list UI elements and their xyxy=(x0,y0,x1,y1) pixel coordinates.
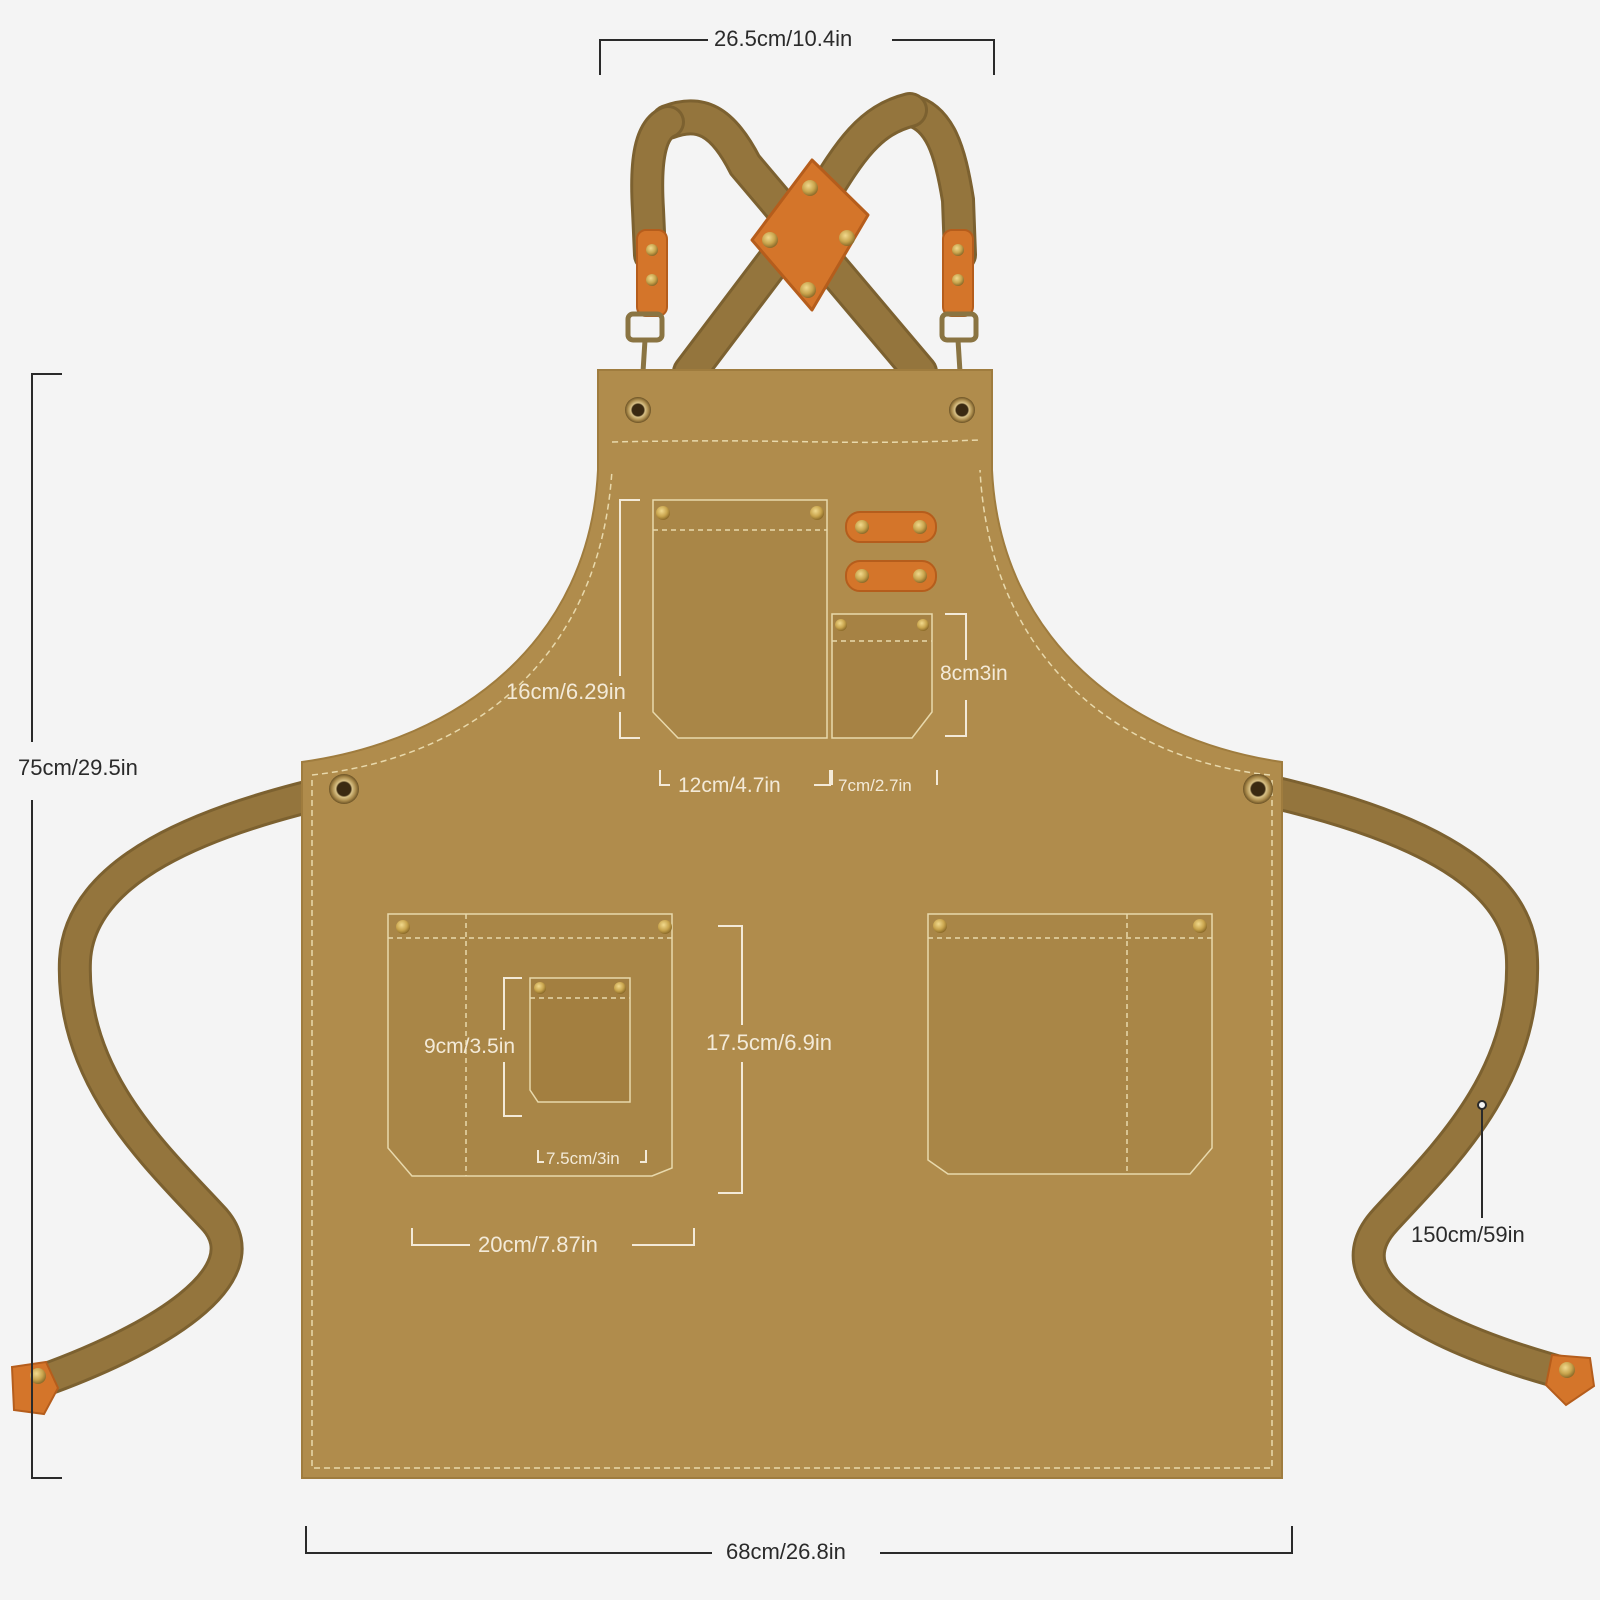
waist-pocket-height-label: 17.5cm/6.9in xyxy=(706,1030,832,1055)
dimension-lines-inner xyxy=(411,499,967,1246)
right-strap-leather-tab xyxy=(942,229,974,317)
small-pocket-width-line xyxy=(831,770,938,785)
inner-pocket-height-label: 9cm/3.5in xyxy=(424,1035,516,1058)
waist-pocket-width-line xyxy=(411,1228,695,1246)
waist-pocket-width-label: 20cm/7.87in xyxy=(478,1232,598,1257)
chest-pocket xyxy=(652,499,828,739)
inner-pocket xyxy=(529,977,631,1103)
waist-pocket-height-line xyxy=(718,925,743,1194)
small-chest-pocket-height-label: 8cm3in xyxy=(940,662,1008,685)
chest-pocket-width-line xyxy=(659,770,831,786)
inner-pocket-width-line xyxy=(537,1150,647,1163)
bottom-width-label: 68cm/26.8in xyxy=(720,1541,852,1563)
chest-pocket-height-label: 16cm/6.29in xyxy=(506,679,626,704)
diamond-leather-patch-icon xyxy=(750,158,870,312)
total-length-label: 75cm/29.5in xyxy=(18,755,138,780)
neck-width-line xyxy=(599,39,995,75)
tie-length-label: 150cm/59in xyxy=(1411,1222,1525,1247)
bottom-width-line xyxy=(305,1526,1293,1554)
pen-loops xyxy=(845,511,937,592)
right-tie-leather-tip xyxy=(1544,1353,1596,1407)
total-length-line xyxy=(31,373,62,1479)
left-tie-leather-tip xyxy=(10,1360,60,1416)
inner-pocket-height-line xyxy=(503,977,522,1117)
left-strap-leather-tab xyxy=(636,229,668,317)
small-chest-pocket-width-label: 7cm/2.7in xyxy=(838,776,912,795)
small-chest-pocket xyxy=(831,613,933,739)
apron-body xyxy=(301,369,1283,1479)
neck-width-label: 26.5cm/10.4in xyxy=(708,28,859,50)
right-waist-tie xyxy=(1238,771,1596,1407)
chest-pocket-width-label: 12cm/4.7in xyxy=(678,774,781,797)
dimension-lines-outer xyxy=(31,39,1487,1554)
small-pocket-height-line xyxy=(945,613,967,737)
chest-pocket-height-line xyxy=(619,499,640,739)
inner-pocket-width-label: 7.5cm/3in xyxy=(546,1149,620,1168)
left-waist-tie xyxy=(10,771,362,1416)
metal-grommet-icon xyxy=(329,397,1273,804)
right-waist-pocket xyxy=(927,913,1213,1175)
